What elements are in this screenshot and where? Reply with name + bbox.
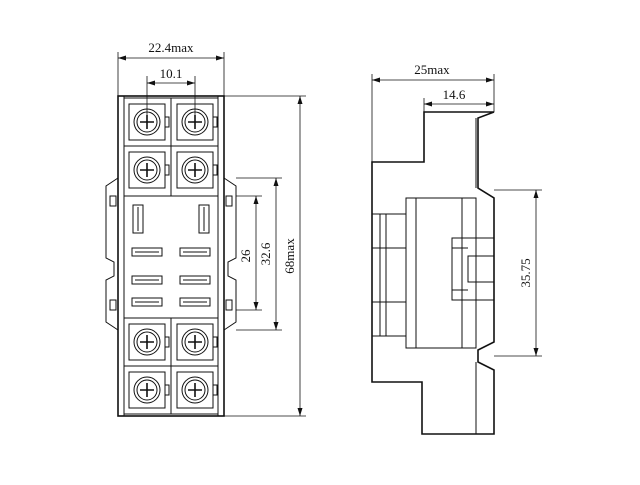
- rail-height-label: 35.75: [518, 258, 533, 287]
- socket-body: [117, 95, 225, 417]
- terminal-screw: [176, 103, 218, 141]
- screw-slot-icon: [140, 383, 154, 397]
- screw-outer-ring: [133, 156, 161, 184]
- terminal-screw: [128, 151, 170, 189]
- terminal-screw: [176, 323, 218, 361]
- screw-outer-ring: [133, 328, 161, 356]
- screw-outer-ring: [181, 376, 209, 404]
- front-view: [105, 95, 237, 417]
- mount-inner-arrow-top: [253, 196, 259, 204]
- side-profile: [371, 111, 495, 435]
- screw-head: [184, 379, 206, 401]
- rail-label: 14.6: [443, 87, 466, 102]
- contact-pin-slot: [179, 297, 211, 307]
- rail-arrow-right: [486, 101, 494, 107]
- terminal-screw: [128, 323, 170, 361]
- height-arrow-bottom: [297, 408, 303, 416]
- pitch-arrow-left: [147, 80, 155, 86]
- mounting-flange-left: [105, 177, 119, 331]
- clamp-tab: [212, 336, 218, 348]
- depth-label: 25max: [414, 62, 450, 77]
- contact-pin-slot: [179, 247, 211, 257]
- contact-pin-slot: [179, 275, 211, 285]
- terminal-screw: [128, 371, 170, 409]
- pitch-arrow-right: [187, 80, 195, 86]
- width-arrow-left: [118, 55, 126, 61]
- screw-outer-ring: [181, 328, 209, 356]
- terminal-screw: [176, 371, 218, 409]
- mount-slot-left-bottom: [109, 299, 117, 311]
- height-label: 68max: [282, 238, 297, 274]
- height-arrow-top: [297, 96, 303, 104]
- contact-pin-slots: [131, 247, 211, 307]
- screw-head: [136, 331, 158, 353]
- screw-slot-icon: [188, 335, 202, 349]
- front-dimensions: 22.4max 10.1 68max 32.6 26: [117, 40, 306, 417]
- width-arrow-right: [216, 55, 224, 61]
- clamp-tab: [164, 384, 170, 396]
- clamp-tab: [164, 164, 170, 176]
- screw-outer-ring: [181, 156, 209, 184]
- screw-head: [184, 159, 206, 181]
- contact-pin-slot: [131, 247, 163, 257]
- screw-outer-ring: [133, 376, 161, 404]
- mount-outer-label: 32.6: [258, 242, 273, 265]
- mount-inner-arrow-bottom: [253, 302, 259, 310]
- rail-height-arrow-bottom: [533, 348, 539, 356]
- clamp-tab: [164, 116, 170, 128]
- screw-head: [136, 159, 158, 181]
- depth-arrow-right: [486, 77, 494, 83]
- din-latch-inner: [467, 255, 495, 283]
- mount-slot-right-top: [225, 195, 233, 207]
- depth-arrow-left: [372, 77, 380, 83]
- clamp-tab: [212, 116, 218, 128]
- coil-pin-slot-right: [198, 204, 210, 234]
- mount-slot-right-bottom: [225, 299, 233, 311]
- clamp-tab: [164, 336, 170, 348]
- side-dimensions: 25max 14.6 35.75: [371, 62, 542, 357]
- coil-pin-slot-left: [132, 204, 144, 234]
- screw-slot-icon: [188, 383, 202, 397]
- terminal-screw: [176, 151, 218, 189]
- din-latch: [451, 237, 495, 301]
- screw-slot-icon: [188, 163, 202, 177]
- clamp-tab: [212, 164, 218, 176]
- screw-head: [136, 379, 158, 401]
- clamp-tab: [212, 384, 218, 396]
- mount-inner-label: 26: [238, 249, 253, 263]
- screw-slot-icon: [140, 163, 154, 177]
- mount-outer-arrow-bottom: [273, 322, 279, 330]
- width-label: 22.4max: [148, 40, 194, 55]
- pitch-label: 10.1: [160, 66, 183, 81]
- rail-height-arrow-top: [533, 190, 539, 198]
- mount-slot-left-top: [109, 195, 117, 207]
- mount-outer-arrow-top: [273, 178, 279, 186]
- screw-head: [184, 331, 206, 353]
- side-view: [371, 111, 495, 435]
- terminal-screw: [128, 103, 170, 141]
- contact-pin-slot: [131, 275, 163, 285]
- screw-slot-icon: [140, 335, 154, 349]
- side-body-block: [405, 197, 477, 349]
- contact-pin-slot: [131, 297, 163, 307]
- mounting-flange-right: [223, 177, 237, 331]
- rail-arrow-left: [424, 101, 432, 107]
